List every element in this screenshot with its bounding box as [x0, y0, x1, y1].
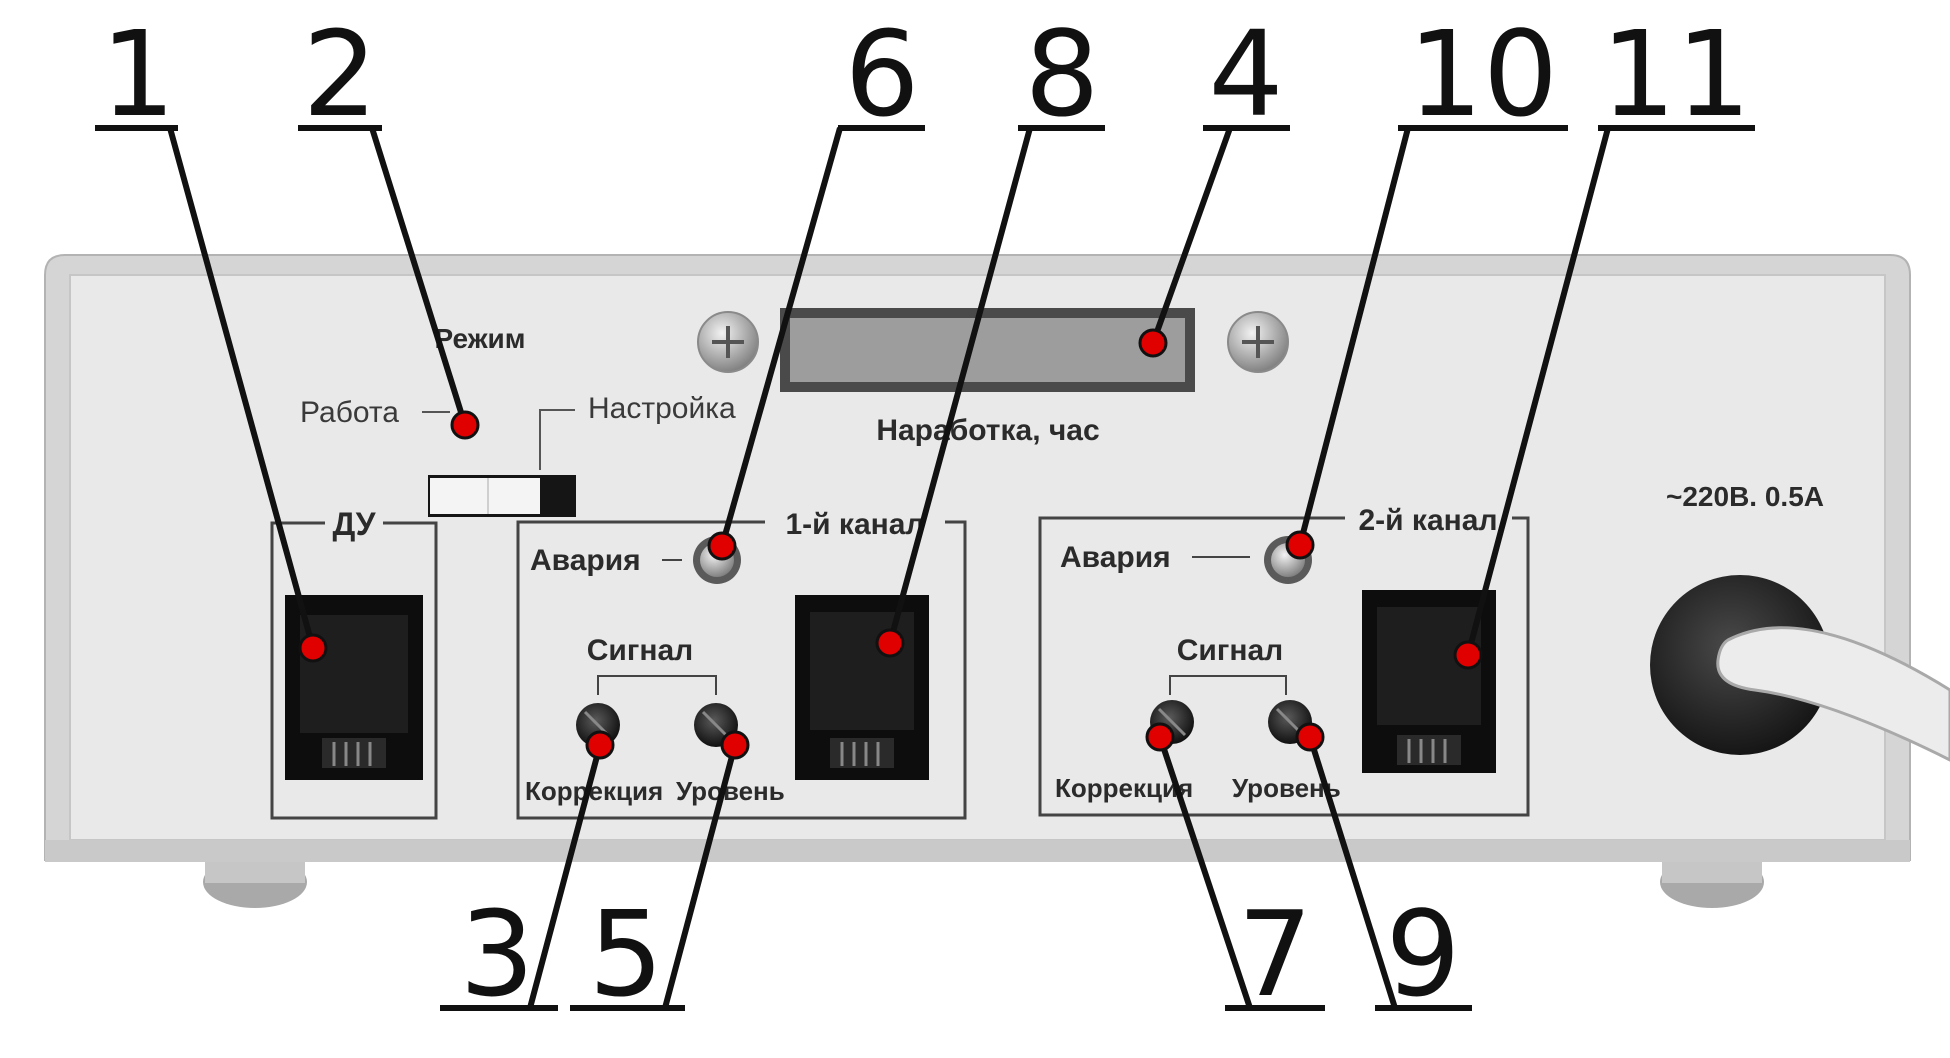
- callout-number-6: 6: [844, 5, 919, 143]
- hours-counter-group: Наработка, час: [697, 308, 1289, 447]
- marker-1: [298, 633, 328, 663]
- callout-markers: [298, 328, 1483, 760]
- device-feet: [203, 855, 1764, 908]
- channel1-level-label: Уровень: [676, 776, 785, 806]
- callout-number-2: 2: [302, 5, 377, 143]
- callout-number-3: 3: [459, 885, 534, 1023]
- callout-number-7: 7: [1237, 885, 1312, 1023]
- mode-title: Режим: [435, 323, 526, 354]
- callout-number-8: 8: [1024, 5, 1099, 143]
- marker-2: [450, 410, 480, 440]
- marker-6: [707, 531, 737, 561]
- channel2-signal-label: Сигнал: [1177, 634, 1283, 667]
- callout-numbers: 1 2 6 8 4 10 11 3 5 7 9: [100, 5, 1751, 1023]
- mode-switch-group: Режим Работа Настройка: [300, 323, 736, 517]
- channel2-jack[interactable]: [1362, 590, 1496, 773]
- mode-work-label: Работа: [300, 396, 399, 429]
- marker-11: [1453, 640, 1483, 670]
- callout-lines: [95, 125, 1755, 1011]
- mode-setup-label: Настройка: [588, 392, 736, 425]
- marker-4: [1138, 328, 1168, 358]
- marker-9: [1295, 722, 1325, 752]
- channel2-group: 2-й канал Авария Сигнал Коррекция Уровен…: [1038, 504, 1530, 817]
- channel2-title: 2-й канал: [1358, 504, 1497, 537]
- channel1-jack[interactable]: [795, 595, 929, 780]
- channel2-alarm-label: Авария: [1060, 541, 1171, 574]
- callout-number-5: 5: [588, 885, 663, 1023]
- marker-5: [720, 730, 750, 760]
- hours-display: [790, 318, 1185, 382]
- callout-number-9: 9: [1385, 885, 1460, 1023]
- channel1-signal-label: Сигнал: [587, 634, 693, 667]
- marker-7: [1145, 722, 1175, 752]
- power-cable: [1716, 626, 1950, 762]
- marker-3: [585, 730, 615, 760]
- power-group: ~220В. 0.5А: [1650, 481, 1950, 762]
- channel1-alarm-label: Авария: [530, 544, 641, 577]
- channel2-correction-label: Коррекция: [1055, 773, 1193, 803]
- channel1-group: 1-й канал Авария Сигнал Коррекция Уровен…: [516, 508, 967, 820]
- marker-8: [875, 628, 905, 658]
- callout-number-10: 10: [1408, 5, 1558, 143]
- channel1-correction-label: Коррекция: [525, 776, 663, 806]
- hours-label: Наработка, час: [876, 414, 1099, 447]
- mode-toggle-switch[interactable]: [428, 475, 576, 517]
- power-label: ~220В. 0.5А: [1666, 481, 1824, 512]
- callout-number-4: 4: [1208, 5, 1283, 143]
- callout-number-1: 1: [100, 5, 175, 143]
- marker-10: [1285, 530, 1315, 560]
- channel1-title: 1-й канал: [785, 508, 924, 541]
- remote-label: ДУ: [332, 506, 376, 542]
- callout-number-11: 11: [1601, 5, 1751, 143]
